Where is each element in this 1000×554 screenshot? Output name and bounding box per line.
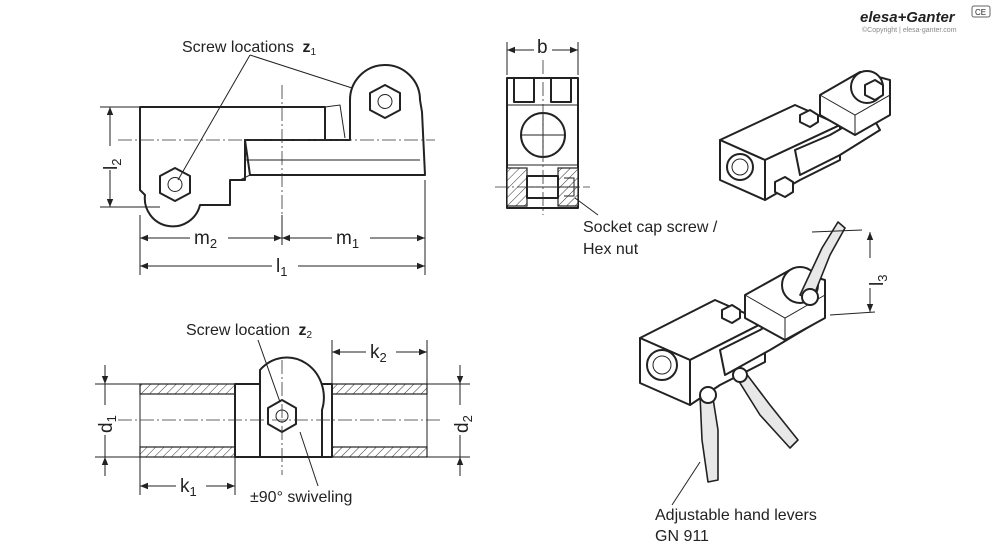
top-view [100,54,435,275]
ce-badge-text: CE [975,8,986,17]
dim-l2: l2 [96,146,124,170]
svg-text:k1: k1 [180,476,197,499]
socket-cap-screw-label: Socket cap screw / [583,219,718,236]
hand-levers-model-label: GN 911 [655,528,709,545]
svg-text:k2: k2 [370,342,387,365]
hand-levers-label: Adjustable hand levers [655,507,817,524]
screw-location-z2-label: Screw location z2 [186,322,313,341]
svg-text:l1: l1 [276,256,287,279]
front-section-view [95,339,470,495]
hex-nut-label: Hex nut [583,241,639,258]
isometric-view-levers [639,221,876,506]
brand-copyright: ©Copyright | elesa-ganter.com [862,26,957,34]
svg-text:m2: m2 [194,228,217,251]
dim-k2: k2 [366,340,396,365]
side-view [495,42,599,216]
dim-k1: k1 [176,474,206,499]
dim-m2: m2 [190,226,228,251]
svg-text:l3: l3 [867,275,890,286]
dim-l1: l1 [272,254,298,279]
svg-text:l2: l2 [101,159,124,170]
svg-text:d1: d1 [96,415,119,433]
dim-l3: l3 [865,258,890,288]
isometric-view-screw [719,70,891,201]
dim-m1: m1 [332,226,370,251]
brand-name: elesa+Ganter [860,9,956,26]
svg-text:m1: m1 [336,228,359,251]
swiveling-label: ±90° swiveling [250,489,352,506]
ce-badge [971,5,991,18]
brand-logo: elesa+Ganter ©Copyright | elesa-ganter.c… [860,5,991,34]
dim-d2: d2 [446,405,475,435]
svg-text:d2: d2 [452,415,475,433]
svg-text:b: b [537,37,548,58]
screw-locations-z1-label: Screw locations z1 [182,39,317,58]
dim-d1: d1 [90,405,119,435]
dim-b: b [534,36,552,58]
